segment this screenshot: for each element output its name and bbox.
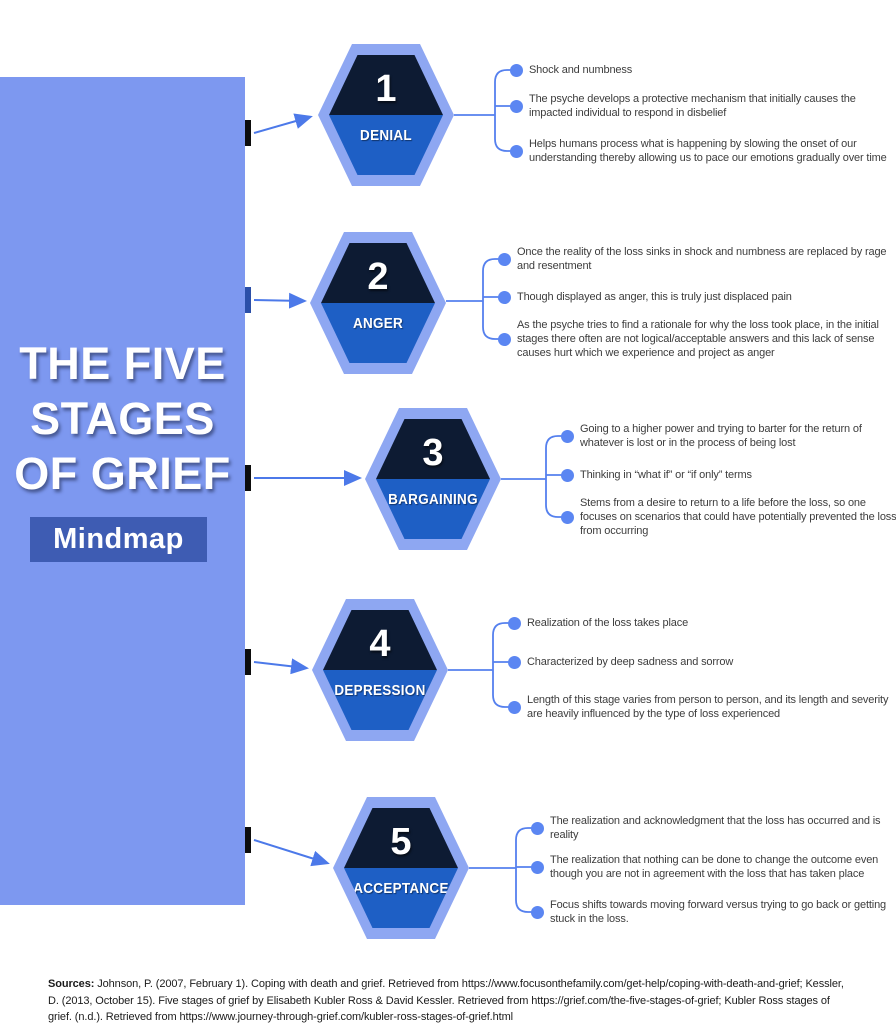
stage-4-hexagon: 4 DEPRESSION <box>312 599 448 741</box>
stage-4-point-3: Length of this stage varies from person … <box>508 693 896 721</box>
stage-4-point-1: Realization of the loss takes place <box>508 616 896 630</box>
stage-5-point-2: The realization that nothing can be done… <box>531 853 896 881</box>
bullet-dot-icon <box>510 99 523 113</box>
bullet-dot-icon <box>508 655 521 669</box>
bullet-dot-icon <box>561 510 574 524</box>
bullet-dot-icon <box>561 429 574 443</box>
sidebar-to-hex-arrows <box>253 113 362 867</box>
title-line-1: THE FIVE <box>19 338 226 389</box>
bullet-dot-icon <box>531 821 544 835</box>
stage-1-hexagon-inner: 1 DENIAL <box>329 55 443 175</box>
stage-2-point-1: Once the reality of the loss sinks in sh… <box>498 245 890 273</box>
stage-3-label: BARGAINING <box>388 490 478 508</box>
stage-4-hexagon-inner: 4 DEPRESSION <box>323 610 437 730</box>
stage-3-hexagon: 3 BARGAINING <box>365 408 501 550</box>
sources-footnote: Sources: Johnson, P. (2007, February 1).… <box>48 976 850 1026</box>
stage-1-point-3: Helps humans process what is happening b… <box>510 137 888 165</box>
mindmap-badge: Mindmap <box>30 517 207 562</box>
stage-3-number: 3 <box>422 431 444 474</box>
stage-1-hexagon: 1 DENIAL <box>318 44 454 186</box>
bullet-dot-icon <box>531 860 544 874</box>
bullet-dot-icon <box>498 332 511 346</box>
bullet-dot-icon <box>561 468 574 482</box>
stage-1-point-2: The psyche develops a protective mechani… <box>510 92 888 120</box>
page-title: THE FIVE STAGES OF GRIEF <box>0 336 245 501</box>
title-line-3: OF GRIEF <box>14 448 231 499</box>
title-line-2: STAGES <box>30 393 215 444</box>
stage-3-point-3: Stems from a desire to return to a life … <box>561 496 896 538</box>
sources-label: Sources: <box>48 978 95 990</box>
bullet-dot-icon <box>508 700 521 714</box>
stage-5-label: ACCEPTANCE <box>353 879 449 897</box>
stage-2-hexagon: 2 ANGER <box>310 232 446 374</box>
bullet-dot-icon <box>498 290 511 304</box>
bullet-dot-icon <box>510 144 523 158</box>
bullet-dot-icon <box>531 905 544 919</box>
title-sidebar <box>0 77 245 905</box>
stage-2-point-2: Though displayed as anger, this is truly… <box>498 290 890 304</box>
stage-3-point-1: Going to a higher power and trying to ba… <box>561 422 896 450</box>
stage-3-hexagon-inner: 3 BARGAINING <box>376 419 490 539</box>
stage-5-point-3: Focus shifts towards moving forward vers… <box>531 898 896 926</box>
stage-5-number: 5 <box>390 820 412 863</box>
stage-4-point-2: Characterized by deep sadness and sorrow <box>508 655 896 669</box>
sources-text: Johnson, P. (2007, February 1). Coping w… <box>48 978 844 1023</box>
bullet-dot-icon <box>508 616 521 630</box>
stage-1-number: 1 <box>375 67 397 110</box>
stage-2-label: ANGER <box>352 314 404 332</box>
stage-2-hexagon-inner: 2 ANGER <box>321 243 435 363</box>
stage-5-point-1: The realization and acknowledgment that … <box>531 814 896 842</box>
stage-5-hexagon: 5 ACCEPTANCE <box>333 797 469 939</box>
stage-2-number: 2 <box>367 255 389 298</box>
stage-4-number: 4 <box>369 622 391 665</box>
stage-5-hexagon-inner: 5 ACCEPTANCE <box>344 808 458 928</box>
stage-2-point-3: As the psyche tries to find a rationale … <box>498 318 890 360</box>
stage-3-point-2: Thinking in “what if” or “if only” terms <box>561 468 896 482</box>
bullet-dot-icon <box>510 63 523 77</box>
stage-1-label: DENIAL <box>360 126 412 144</box>
bullet-dot-icon <box>498 252 511 266</box>
stage-4-label: DEPRESSION <box>334 681 426 699</box>
stage-1-point-1: Shock and numbness <box>510 63 888 77</box>
